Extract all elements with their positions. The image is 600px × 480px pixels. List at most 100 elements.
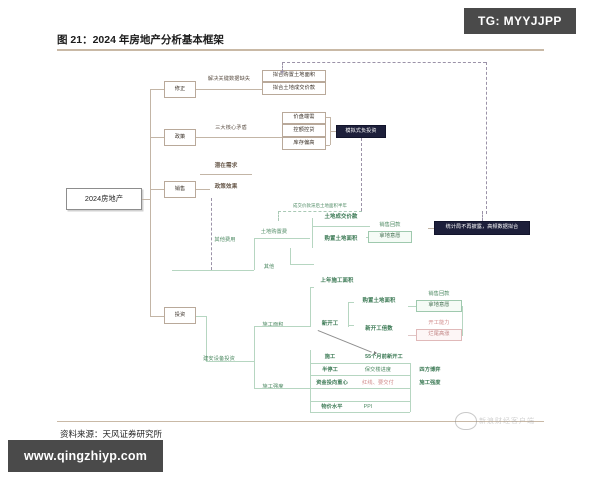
connector-dashed-note [278, 211, 362, 212]
sina-eye-icon [455, 412, 477, 430]
connector-land-bracket [312, 218, 313, 248]
node-correction: 修正 [164, 81, 196, 98]
label-correction-link: 解决关键数据缺失 [207, 76, 251, 83]
connector-land-fee-v [254, 238, 255, 270]
connector-dashed-result-down [361, 138, 362, 211]
label-land-area: 购置土地面积 [324, 236, 358, 243]
label-construction-area: 施工面积 [252, 321, 294, 331]
connector-row-sep-3 [310, 388, 410, 389]
label-new-start: 新开工 [321, 321, 339, 328]
label-policy-link: 三大核心矛盾 [215, 125, 247, 132]
label-row-1-right: 四方博弈 [419, 366, 441, 373]
connector-land-down [290, 248, 291, 264]
connector-intensity-right [254, 388, 310, 389]
label-sales-collection: 销售回款 [379, 221, 401, 228]
label-row-2-name: 资金投向重心 [316, 379, 348, 386]
connector-dashed-top-horizontal [282, 62, 486, 63]
connector-new-start-area [348, 302, 354, 303]
connector-to-policy [150, 137, 164, 138]
connector-stats-note [428, 228, 434, 229]
connector-land-fee [254, 238, 310, 239]
connector-dashed-to-correction [282, 62, 283, 72]
page-title: 图 21：2024 年房地产分析基本框架 [57, 34, 224, 46]
connector-root-trunk [142, 199, 150, 200]
connector-to-investment [150, 316, 164, 317]
connector-new-start-split [348, 302, 349, 327]
sina-logo-text: 新浪财经客户端 [479, 418, 535, 425]
connector-rows-left-rail [310, 350, 311, 412]
node-fit-land-area: 拟合购置土地面积 [262, 70, 326, 82]
connector-dashed-right-vertical [486, 62, 487, 214]
figure-source: 资料来源：天风证券研究所 [60, 429, 163, 439]
label-row-0-mid: 55个月前新开工 [365, 353, 403, 360]
node-driver-unfinished-risk: 烂尾高涨 [416, 329, 462, 341]
connector-investment-out [196, 316, 206, 317]
connector-drivers-rail [462, 306, 463, 336]
label-potential-demand: 潜在需求 [214, 163, 238, 170]
connector-row-sep-4 [310, 401, 410, 402]
connector-policy-bracket-bottom [326, 145, 330, 146]
connector-area-right [254, 326, 310, 327]
label-row-3-mid: PPI [363, 403, 373, 410]
connector-land-sep [312, 226, 370, 227]
label-row-3-name: 物价水平 [321, 403, 343, 410]
connector-dashed-sales-down [211, 198, 212, 270]
node-stats-note: 统计局不再披露，高频数据拟合 [434, 221, 530, 235]
arrowhead-construction-icon [374, 351, 377, 355]
arrowhead-correction-icon [280, 71, 284, 74]
connector-land-down-h [290, 264, 314, 265]
node-sales: 销售 [164, 181, 196, 198]
connector-to-correction [150, 89, 164, 90]
connector-driver-green [408, 306, 416, 307]
connector-correction-items [196, 89, 262, 90]
node-simulated-negative-investment: 模拟式负投资 [336, 125, 386, 138]
label-row-1-mid: 保交楼进度 [364, 366, 392, 373]
label-new-start-multiple: 新开工倍数 [365, 326, 393, 333]
connector-rows-right-rail [410, 363, 411, 412]
label-land-purchase-fee: 土地购置费 [260, 229, 288, 236]
label-row-0-name: 施工 [324, 353, 336, 360]
node-root: 2024房地产 [66, 188, 142, 210]
telegram-watermark: TG: MYYJJPP [464, 8, 576, 34]
label-lag-note: 成交价款滞后土地面积半年 [293, 203, 347, 209]
connector-prev-year [310, 287, 314, 288]
connector-sales-sep [200, 174, 252, 175]
node-driver-land-willingness: 拿地意愿 [416, 300, 462, 312]
node-policy-item-2: 控额控贷 [282, 124, 326, 137]
label-driver-start-capacity: 开工能力 [428, 319, 450, 326]
connector-capex-row [206, 361, 254, 362]
label-construction-intensity: 施工强度 [252, 383, 294, 393]
connector-new-start-mult [348, 325, 354, 326]
connector-trunk [150, 89, 151, 316]
connector-construction-bracket [254, 326, 255, 388]
connector-other-row [172, 270, 254, 271]
node-fit-land-price: 拟合土地成交价款 [262, 82, 326, 95]
connector-dashed-note-down [482, 211, 483, 221]
label-land-deal-price: 土地成交价款 [324, 214, 358, 221]
footer-divider [57, 421, 544, 423]
connector-row-sep-5 [310, 412, 410, 413]
site-watermark: www.qingzhiyp.com [8, 440, 164, 472]
connector-new-start-bracket [310, 287, 311, 327]
connector-sales-items [196, 189, 210, 190]
label-other-cost: 其他费用 [214, 237, 236, 244]
label-prev-year-area: 上年施工面积 [320, 278, 354, 285]
connector-policy-bracket-top [326, 117, 330, 118]
connector-driver-red [408, 335, 416, 336]
connector-row-sep-2 [310, 375, 410, 376]
label-row-2-mid: 红线、要交付 [362, 379, 394, 386]
node-policy-item-1: 价盘端需 [282, 112, 326, 124]
sina-logo: 新浪财经客户端 [455, 412, 545, 430]
connector-row-sep-1 [310, 363, 410, 364]
node-land-willingness: 拿地意愿 [368, 231, 412, 243]
connector-to-sales [150, 189, 164, 190]
label-capex: 建安设备投资 [203, 356, 235, 363]
connector-policy-to-result [330, 131, 336, 132]
label-policy-effect: 政策效果 [214, 184, 238, 191]
label-driver-sales-collection: 销售回款 [428, 290, 450, 297]
label-row-1-name: 半停工 [322, 366, 338, 373]
node-investment: 投资 [164, 307, 196, 324]
label-new-start-land-area: 购置土地面积 [362, 298, 396, 305]
label-other: 其他 [263, 264, 275, 271]
